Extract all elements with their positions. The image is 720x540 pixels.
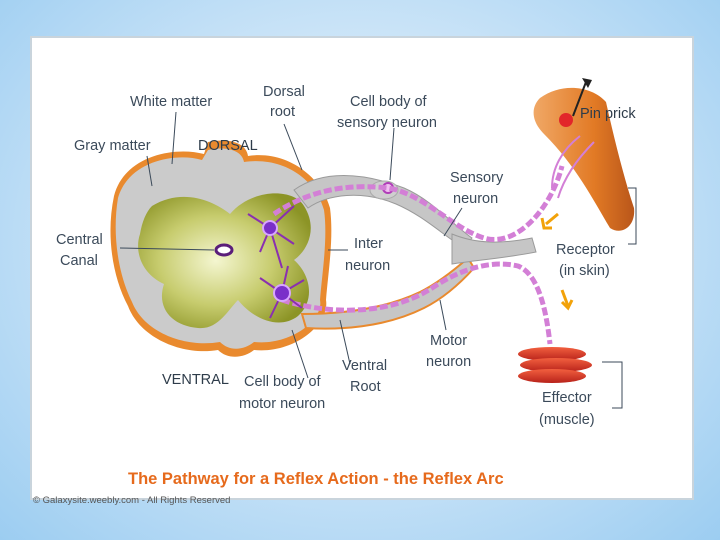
- interneuron: [247, 205, 295, 269]
- label-white-matter: White matter: [130, 94, 212, 110]
- spinal-nerve: [451, 233, 537, 265]
- reflex-arc-diagram: White matter Dorsal root Cell body of se…: [56, 78, 637, 488]
- effector-muscle: [518, 347, 592, 383]
- label-sensory-neuron-line1: Sensory: [450, 170, 504, 186]
- receptor-skin: [533, 87, 635, 231]
- label-dorsal: DORSAL: [198, 138, 258, 154]
- label-central-canal-line1: Central: [56, 232, 103, 248]
- label-dorsal-root-line1: Dorsal: [263, 84, 305, 100]
- label-ventral: VENTRAL: [162, 372, 229, 388]
- label-cell-body-sensory-line1: Cell body of: [350, 94, 428, 110]
- label-inter-neuron-line1: Inter: [354, 236, 383, 252]
- pin-prick-point: [559, 113, 573, 127]
- pin-head: [582, 78, 592, 88]
- label-ventral-root-line2: Root: [350, 379, 381, 395]
- slide-frame: White matter Dorsal root Cell body of se…: [30, 36, 694, 500]
- label-cell-body-sensory-line2: sensory neuron: [337, 115, 437, 131]
- pin: [572, 81, 587, 117]
- central-canal: [214, 243, 234, 257]
- label-sensory-neuron-line2: neuron: [453, 191, 498, 207]
- label-receptor-line2: (in skin): [559, 263, 610, 279]
- label-motor-neuron-line2: neuron: [426, 354, 471, 370]
- label-cell-body-motor-line1: Cell body of: [244, 374, 322, 390]
- label-cell-body-motor-line2: motor neuron: [239, 396, 325, 412]
- label-pin-prick: Pin prick: [580, 106, 636, 122]
- label-effector-line2: (muscle): [539, 412, 595, 428]
- label-motor-neuron-line1: Motor: [430, 333, 467, 349]
- label-gray-matter: Gray matter: [74, 138, 151, 154]
- motor-neuron-fiber: [281, 261, 553, 345]
- label-inter-neuron-line2: neuron: [345, 258, 390, 274]
- motor-direction-arrow: [560, 289, 570, 307]
- sensory-neuron-fiber: [272, 165, 565, 242]
- label-receptor-line1: Receptor: [556, 242, 615, 258]
- label-ventral-root-line1: Ventral: [342, 358, 387, 374]
- label-central-canal-line2: Canal: [60, 253, 98, 269]
- motor-neuron-body: [259, 265, 305, 319]
- label-effector-line1: Effector: [542, 390, 592, 406]
- sensory-direction-arrow: [545, 212, 559, 226]
- label-dorsal-root-line2: root: [270, 104, 295, 120]
- diagram-title: The Pathway for a Reflex Action - the Re…: [128, 470, 504, 488]
